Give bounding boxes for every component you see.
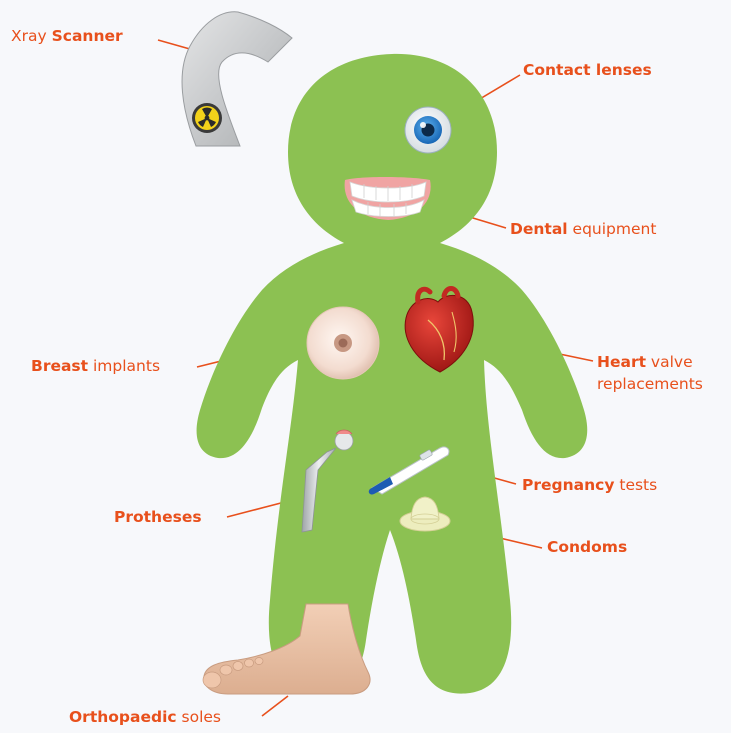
eye-icon	[405, 107, 451, 153]
label-contact-lenses: Contact lenses	[523, 62, 652, 80]
breast-implant-icon	[307, 307, 379, 379]
body-figure	[197, 54, 588, 694]
label-orthopaedic-soles: Orthopaedic soles	[69, 709, 221, 727]
label-breast-implants: Breast implants	[31, 358, 160, 376]
label-heart-valve: Heart valve	[597, 354, 693, 372]
leader-orthopaedic	[262, 696, 288, 716]
xray-scanner-icon	[182, 12, 292, 146]
label-heart-valve-line2: replacements	[597, 376, 703, 394]
label-protheses: Protheses	[114, 509, 202, 527]
radiation-icon	[192, 103, 222, 133]
label-pregnancy-tests: Pregnancy tests	[522, 477, 657, 495]
figure-silhouette	[197, 54, 588, 694]
label-condoms: Condoms	[547, 539, 627, 557]
label-xray-scanner: Xray Scanner	[11, 28, 123, 46]
label-dental-equipment: Dental equipment	[510, 221, 656, 239]
